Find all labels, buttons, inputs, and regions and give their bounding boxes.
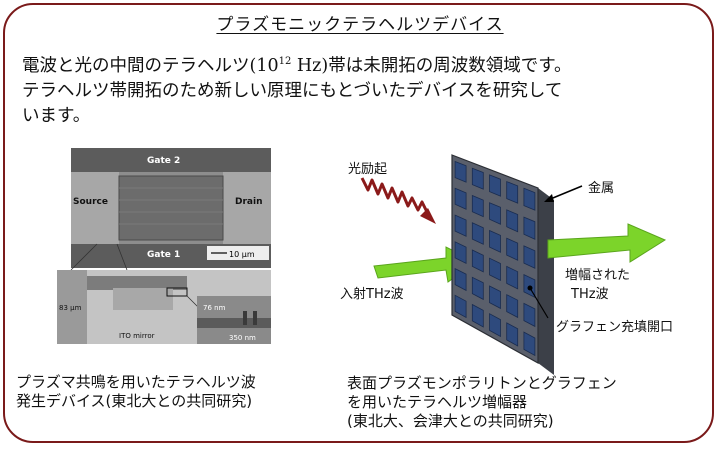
- graphene-aperture: [471, 276, 484, 301]
- graphene-aperture: [454, 160, 467, 183]
- graphene-aperture: [471, 167, 484, 190]
- right-caption-line-1: 表面プラズモンポラリトンとグラフェン: [347, 374, 617, 392]
- amplified-label-1: 増幅された: [565, 268, 631, 283]
- metal-pointer: [547, 185, 583, 201]
- graphene-label: グラフェン充填開口: [556, 320, 674, 335]
- graphene-aperture: [454, 214, 467, 237]
- graphene-aperture: [471, 303, 484, 328]
- graphene-aperture: [471, 249, 484, 273]
- graphene-aperture: [454, 267, 467, 292]
- graphene-aperture: [523, 331, 536, 357]
- graphene-aperture: [489, 313, 501, 338]
- graphene-aperture: [489, 285, 501, 310]
- source-label: Source: [73, 197, 108, 207]
- graphene-aperture: [454, 241, 467, 264]
- graphene-aperture: [506, 209, 519, 233]
- left-caption-line-2: 発生デバイス(東北大との共同研究): [16, 392, 253, 410]
- graphene-aperture: [454, 187, 467, 210]
- excitation-arrowhead: [420, 208, 436, 224]
- graphene-aperture: [489, 229, 501, 253]
- graphene-aperture: [454, 294, 467, 319]
- amplified-label-2: THz波: [571, 287, 609, 302]
- page-title: プラズモニックテラヘルツデバイス: [216, 15, 504, 35]
- graphene-aperture: [506, 237, 519, 261]
- mirror-label: ITO mirror: [119, 332, 155, 340]
- graphene-aperture: [471, 194, 484, 218]
- graphene-aperture: [506, 294, 519, 319]
- graphene-aperture: [506, 322, 519, 347]
- metal-label: 金属: [588, 181, 615, 196]
- gate1-label: Gate 1: [147, 250, 180, 260]
- device-micrograph: Gate 2 Gate 1 Source Drain 10 µm 83 µm I…: [57, 148, 271, 344]
- graphene-aperture: [523, 187, 536, 211]
- right-caption-line-2: を用いたテラヘルツ増幅器: [347, 393, 528, 411]
- graphene-aperture: [489, 202, 501, 225]
- graphene-aperture: [489, 174, 501, 197]
- left-caption-line-1: プラズマ共鳴を用いたテラヘルツ波: [16, 373, 256, 391]
- dim2-label: 350 nm: [229, 334, 256, 342]
- graphene-aperture: [523, 245, 536, 269]
- graphene-aperture: [523, 302, 536, 328]
- graphene-aperture: [506, 181, 519, 204]
- drain-label: Drain: [235, 197, 262, 207]
- dim1-label: 76 nm: [203, 304, 226, 312]
- right-caption: 表面プラズモンポラリトンとグラフェン を用いたテラヘルツ増幅器 (東北大、会津大…: [347, 374, 617, 431]
- right-caption-line-3: (東北大、会津大との共同研究): [347, 412, 554, 430]
- intro-text: 電波と光の中間のテラヘルツ(1012 Hz)帯は未開拓の周波数領域です。 テラヘ…: [22, 54, 702, 129]
- graphene-aperture: [523, 216, 536, 240]
- thickness-label: 83 µm: [59, 304, 82, 312]
- gate2-label: Gate 2: [147, 156, 180, 166]
- graphene-cells: [454, 160, 536, 357]
- intro-line-2: テラヘルツ帯開拓のため新しい原理にもとづいたデバイスを研究して: [22, 81, 563, 101]
- intro-line-3: います。: [22, 106, 91, 126]
- left-caption: プラズマ共鳴を用いたテラヘルツ波 発生デバイス(東北大との共同研究): [16, 373, 256, 411]
- graphene-aperture: [506, 265, 519, 290]
- excitation-label: 光励起: [348, 162, 388, 177]
- scale-label: 10 µm: [229, 250, 255, 259]
- intro-line-1: 電波と光の中間のテラヘルツ(1012 Hz)帯は未開拓の周波数領域です。: [22, 56, 572, 76]
- graphene-pointer: [529, 287, 549, 319]
- incident-label: 入射THz波: [340, 287, 404, 302]
- graphene-aperture: [471, 222, 484, 245]
- graphene-aperture: [489, 257, 501, 281]
- amplified-arrow: [547, 223, 667, 263]
- excitation-wave: [360, 177, 430, 215]
